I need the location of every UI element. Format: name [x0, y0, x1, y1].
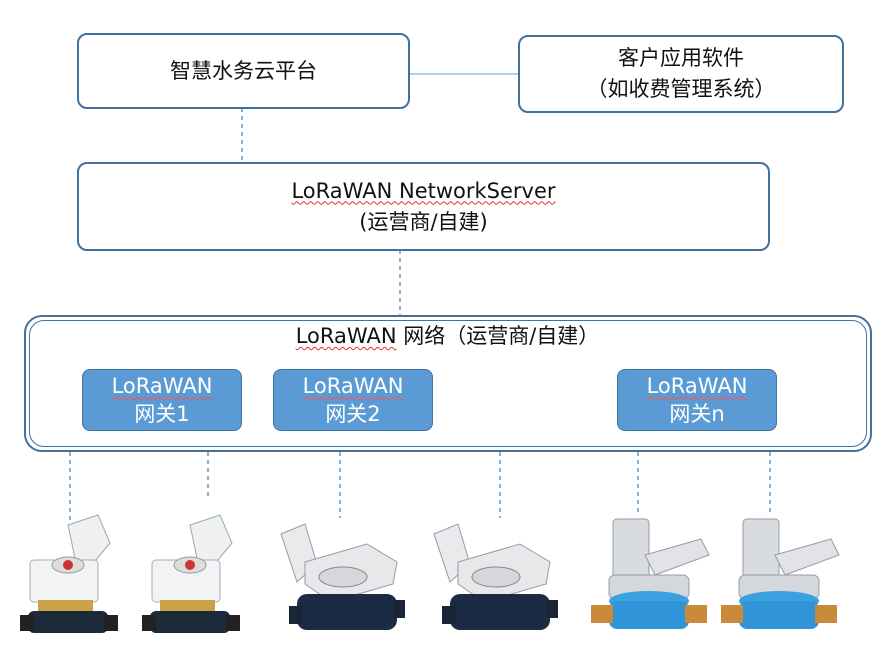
water-meter-4-icon	[433, 523, 558, 630]
platform-label: 智慧水务云平台	[170, 58, 317, 83]
gateway-2-line1: LoRaWAN	[302, 374, 404, 398]
water-meter-6-icon	[721, 518, 840, 629]
network-server-line1: LoRaWAN NetworkServer	[291, 178, 556, 203]
gateway-n-line1: LoRaWAN	[646, 374, 748, 398]
network-server-box: LoRaWAN NetworkServer (运营商/自建)	[77, 162, 770, 251]
water-meter-2-icon	[142, 514, 240, 633]
gateway-1-line1: LoRaWAN	[111, 374, 213, 398]
client-app-line1: 客户应用软件	[618, 46, 744, 70]
client-app-line2: （如收费管理系统）	[586, 77, 776, 101]
client-app-box: 客户应用软件 （如收费管理系统）	[518, 35, 844, 113]
gateway-1-line2: 网关1	[134, 402, 190, 426]
gateway-n-line2: 网关n	[669, 402, 725, 426]
platform-box: 智慧水务云平台	[77, 33, 410, 109]
lorawan-network-title-rest: 网络（运营商/自建）	[396, 324, 600, 348]
water-meter-1-icon	[20, 514, 118, 633]
lorawan-network-title-prefix: LoRaWAN	[295, 324, 397, 348]
network-server-line2: (运营商/自建)	[359, 209, 488, 234]
gateway-n: LoRaWAN 网关n	[617, 369, 777, 431]
gateway-1: LoRaWAN 网关1	[82, 369, 242, 431]
water-meter-5-icon	[591, 518, 710, 629]
gateway-2-line2: 网关2	[325, 402, 381, 426]
gateway-2: LoRaWAN 网关2	[273, 369, 433, 431]
lorawan-network-title: LoRaWAN 网络（运营商/自建）	[0, 321, 895, 351]
water-meter-3-icon	[280, 523, 405, 630]
